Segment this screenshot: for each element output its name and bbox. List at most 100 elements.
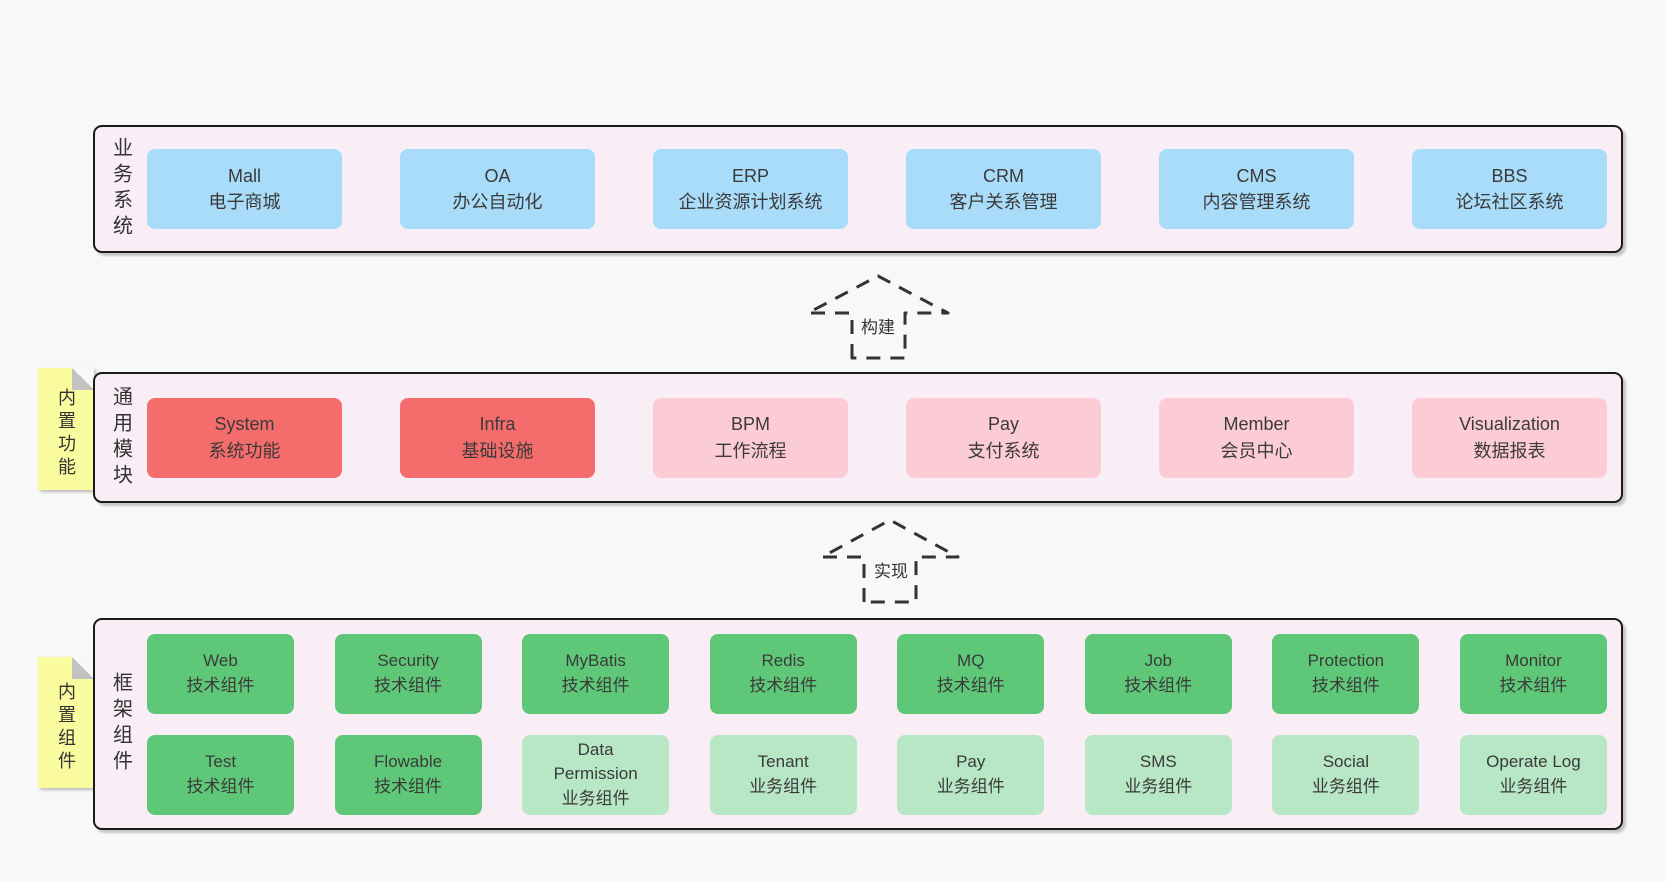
node-subtitle: 业务组件 (936, 776, 1005, 796)
node-data-permission: Data Permission 业务组件 (522, 734, 670, 815)
band-common-modules: 通用模块 System 系统功能 Infra 基础设施 BPM 工作流程 Pay… (93, 372, 1623, 503)
node-subtitle: 会员中心 (1220, 440, 1293, 461)
node-cms: CMS 内容管理系统 (1159, 149, 1354, 229)
node-security: Security 技术组件 (334, 633, 482, 714)
node-subtitle: 技术组件 (1124, 675, 1193, 695)
node-crm: CRM 客户关系管理 (906, 149, 1101, 229)
node-title: Job (1144, 650, 1173, 670)
node-subtitle: 业务组件 (1311, 776, 1380, 796)
components-row-1: Web 技术组件 Security 技术组件 MyBatis 技术组件 Redi… (147, 633, 1607, 714)
up-arrow-build-icon (806, 274, 950, 360)
node-subtitle: 支付系统 (967, 440, 1040, 461)
node-title: Monitor (1505, 650, 1562, 670)
node-title: MyBatis (565, 650, 626, 670)
note-fold-corner (72, 368, 94, 390)
node-title: Data Permission (553, 739, 638, 784)
arrow-label-implement: 实现 (874, 561, 908, 581)
node-visualization: Visualization 数据报表 (1412, 397, 1607, 478)
components-row-2: Test 技术组件 Flowable 技术组件 Data Permission … (147, 734, 1607, 815)
node-title: Security (377, 650, 439, 670)
sticky-note-text: 内置功能 (56, 388, 76, 480)
node-subtitle: 系统功能 (208, 440, 281, 461)
node-title: Visualization (1459, 414, 1560, 435)
node-title: Protection (1307, 650, 1385, 670)
node-title: CMS (1236, 165, 1277, 186)
node-subtitle: 技术组件 (374, 776, 443, 796)
node-subtitle: 业务组件 (1499, 776, 1568, 796)
node-title: Web (203, 650, 238, 670)
node-subtitle: 客户关系管理 (949, 192, 1058, 212)
node-title: Operate Log (1486, 751, 1581, 771)
node-protection: Protection 技术组件 (1272, 633, 1420, 714)
node-subtitle: 技术组件 (1311, 675, 1380, 695)
node-subtitle: 业务组件 (1124, 776, 1193, 796)
node-subtitle: 技术组件 (374, 675, 443, 695)
node-pay-module: Pay 支付系统 (906, 397, 1101, 478)
sticky-note-built-in-features: 内置功能 (38, 368, 94, 490)
node-title: ERP (731, 165, 769, 186)
node-subtitle: 数据报表 (1473, 440, 1546, 461)
arrow-label-build: 构建 (861, 317, 895, 337)
sticky-note-text: 内置组件 (56, 681, 76, 774)
node-redis: Redis 技术组件 (709, 633, 857, 714)
node-subtitle: 技术组件 (1499, 675, 1568, 695)
band-business-content: Mall 电子商城 OA 办公自动化 ERP 企业资源计划系统 CRM 客户关系… (147, 127, 1607, 251)
node-title: Pay (956, 751, 986, 771)
node-title: Mall (227, 165, 261, 186)
node-subtitle: 业务组件 (561, 788, 630, 808)
band-label-framework-components: 框架组件 (109, 672, 132, 776)
node-title: Social (1322, 751, 1370, 771)
node-mybatis: MyBatis 技术组件 (522, 633, 670, 714)
node-title: System (214, 414, 275, 435)
node-subtitle: 内容管理系统 (1202, 192, 1311, 212)
band-components-content: Web 技术组件 Security 技术组件 MyBatis 技术组件 Redi… (147, 620, 1607, 828)
node-subtitle: 技术组件 (186, 776, 255, 796)
node-infra: Infra 基础设施 (400, 397, 595, 478)
node-title: Infra (479, 414, 516, 435)
node-subtitle: 技术组件 (936, 675, 1005, 695)
node-member: Member 会员中心 (1159, 397, 1354, 478)
node-title: Tenant (757, 751, 809, 771)
node-bbs: BBS 论坛社区系统 (1412, 149, 1607, 229)
node-subtitle: 工作流程 (714, 440, 787, 461)
node-title: BBS (1491, 165, 1528, 186)
node-web: Web 技术组件 (147, 633, 294, 714)
node-title: Test (204, 751, 237, 771)
node-subtitle: 电子商城 (208, 192, 281, 212)
node-title: BPM (730, 414, 770, 435)
node-title: Member (1223, 414, 1290, 435)
node-title: Pay (987, 414, 1020, 435)
node-title: CRM (983, 165, 1024, 186)
node-subtitle: 论坛社区系统 (1455, 192, 1564, 212)
node-bpm: BPM 工作流程 (653, 397, 848, 478)
band-business-systems: 业务系统 Mall 电子商城 OA 办公自动化 ERP 企业资源计划系统 CRM… (93, 125, 1623, 253)
node-operate-log: Operate Log 业务组件 (1459, 734, 1607, 815)
band-label-common-modules: 通用模块 (109, 385, 132, 490)
node-title: Flowable (374, 751, 443, 771)
node-mall: Mall 电子商城 (147, 149, 342, 229)
node-sms: SMS 业务组件 (1084, 734, 1232, 815)
node-oa: OA 办公自动化 (400, 149, 595, 229)
node-subtitle: 技术组件 (561, 675, 630, 695)
node-subtitle: 业务组件 (749, 776, 818, 796)
node-subtitle: 企业资源计划系统 (678, 192, 823, 212)
node-subtitle: 办公自动化 (452, 192, 543, 212)
node-title: OA (484, 165, 511, 186)
band-modules-content: System 系统功能 Infra 基础设施 BPM 工作流程 Pay 支付系统… (147, 374, 1607, 501)
node-erp: ERP 企业资源计划系统 (653, 149, 848, 229)
node-subtitle: 基础设施 (461, 440, 534, 461)
node-pay-component: Pay 业务组件 (897, 734, 1045, 815)
node-social: Social 业务组件 (1272, 734, 1420, 815)
node-system: System 系统功能 (147, 397, 342, 478)
sticky-note-built-in-components: 内置组件 (38, 657, 94, 788)
node-tenant: Tenant 业务组件 (709, 734, 857, 815)
up-arrow-implement-icon (820, 518, 960, 604)
note-fold-corner (72, 657, 94, 679)
node-title: MQ (957, 650, 985, 670)
node-flowable: Flowable 技术组件 (334, 734, 482, 815)
node-title: SMS (1139, 751, 1177, 771)
node-title: Redis (761, 650, 805, 670)
band-framework-components: 框架组件 Web 技术组件 Security 技术组件 MyBatis 技术组件… (93, 618, 1623, 830)
band-label-business-systems: 业务系统 (109, 137, 132, 241)
